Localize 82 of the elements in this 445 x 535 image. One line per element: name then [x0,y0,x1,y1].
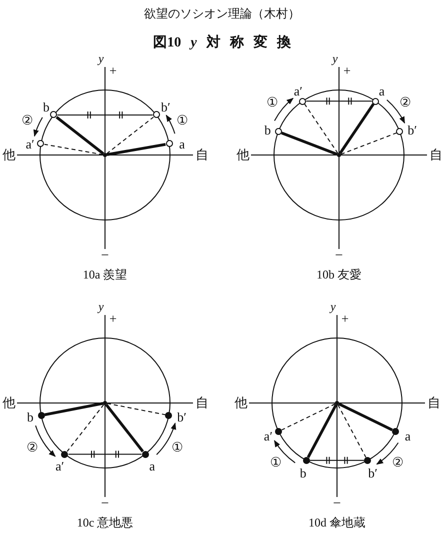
axis-sign: − [101,248,109,264]
point-label: b′ [177,410,186,424]
line [306,100,372,102]
edge-label: ② [20,114,34,127]
axis-sign: + [343,64,351,78]
origin-dot [337,153,341,157]
dashed-line [281,403,336,430]
line [281,132,338,156]
axis-label: 他 [2,396,16,410]
point-label: b [300,466,306,480]
axis-label: 自 [196,396,208,410]
edge-label: ② [26,440,40,454]
edge-label: ② [391,456,406,469]
running-header: 欲望のソシオン理論（木村） [144,7,300,21]
dashed-line [304,104,338,154]
point-label: a′ [26,138,34,151]
axis-label: y [330,300,336,314]
point-label: b′ [408,123,417,136]
point-label: a [378,84,385,98]
axis-label: y [98,52,104,66]
point-label: a [179,138,185,151]
axis-label: 自 [430,148,442,162]
line [44,402,104,416]
panel-caption: 10c 意地悪 [76,516,134,530]
panel-caption: 10d 傘地蔵 [308,516,366,530]
curved-arrow [156,422,176,456]
curved-arrow [386,99,406,124]
axis-label: y [98,300,104,314]
axis-sign: + [109,312,117,326]
origin-dot [335,401,339,405]
edge-label: ① [170,440,184,454]
point-label: b′ [161,100,170,114]
line [338,103,375,154]
edge-label: ① [268,456,283,469]
curved-arrow [166,114,176,134]
dashed-line [337,404,366,458]
curved-arrow [376,442,399,465]
axis-sign: − [101,496,109,512]
line [106,142,166,156]
panel-caption: 10b 友愛 [316,268,362,282]
axis-label: 他 [236,148,250,162]
line [56,116,104,155]
curved-arrow [35,425,56,457]
point-label: b [264,123,271,136]
origin-dot [103,153,107,157]
point-label: b [26,410,34,424]
line [68,454,142,455]
point-label: a′ [55,459,64,472]
axis-label: 自 [428,396,440,410]
dashed-line [66,404,104,452]
point-label: a [149,459,156,472]
dashed-line [106,402,166,416]
point-label: a [404,430,411,443]
axis-sign: + [341,312,349,326]
curved-arrow [274,98,294,122]
panel-caption: 10a 羨望 [82,268,128,282]
axis-label: y [332,52,338,66]
line [105,404,144,452]
edge-label: ② [398,96,413,109]
dashed-line [44,144,104,156]
axis-label: 他 [2,148,16,162]
curved-arrow [34,116,43,137]
point-label: a′ [294,84,303,98]
point-label: a′ [264,430,273,443]
axis-sign: + [109,64,117,78]
line [56,114,154,116]
edge-label: ① [265,96,280,109]
line [309,460,365,461]
dashed-line [106,116,154,154]
line [306,404,338,458]
dashed-line [340,132,397,155]
axis-sign: − [333,496,341,512]
axis-label: 自 [196,148,208,162]
axis-label: 他 [234,396,248,410]
axis-sign: − [335,248,343,264]
point-label: b [43,100,50,114]
point-label: b′ [368,466,378,480]
figure-title: 図10 y 対 称 変 換 [153,35,291,51]
origin-dot [103,401,107,405]
line [338,402,393,432]
edge-label: ① [176,114,190,127]
curved-arrow [274,440,296,464]
